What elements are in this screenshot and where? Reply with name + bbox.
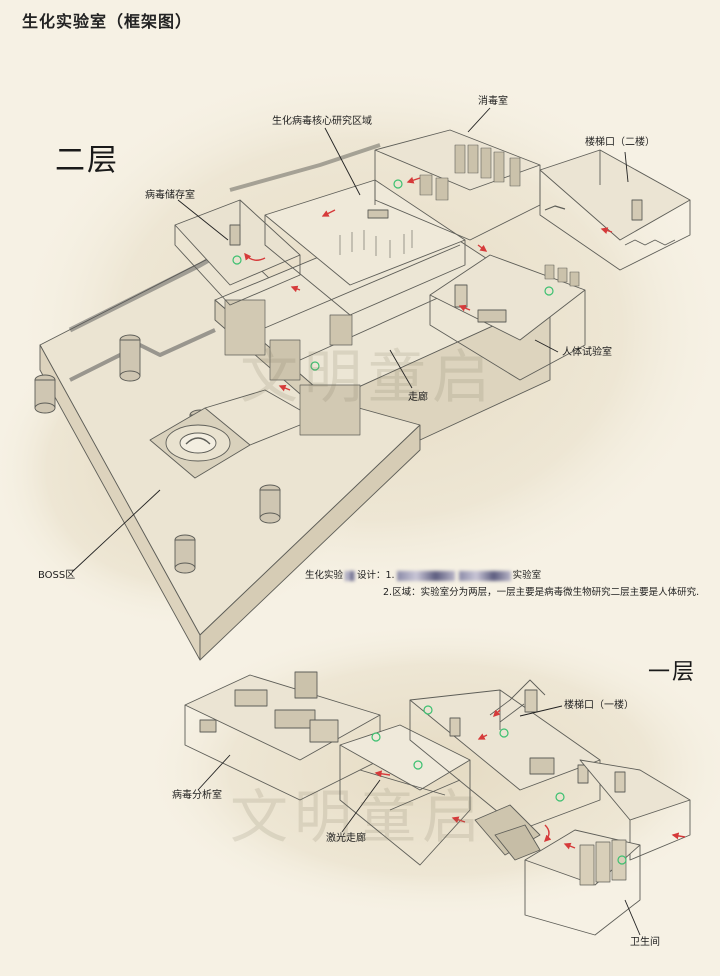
label-restroom: 卫生间 [630, 937, 660, 948]
route-arrows-upper [244, 176, 613, 392]
label-core-research: 生化病毒核心研究区域 [272, 116, 372, 127]
corridor-wing [214, 214, 551, 441]
label-human-test: 人体试验室 [562, 347, 612, 358]
leader-lines-lower [197, 705, 641, 936]
watermark-upper: 文明童启 [240, 343, 497, 411]
upper-floor-sketch [34, 129, 691, 661]
restroom [524, 829, 641, 936]
floor-label-upper: 二层 [55, 143, 119, 178]
middle-rooms-lower [409, 689, 601, 861]
label-stairs-upper: 楼梯口（二楼） [585, 137, 655, 148]
virus-storage-room [174, 199, 301, 306]
core-research-room [229, 143, 466, 316]
design-note-2: 2.区域：实验室分为两层，一层主要是病毒微生物研究二层主要是人体研究. [383, 587, 700, 598]
label-corridor: 走廊 [408, 392, 428, 403]
label-boss-area: BOSS区 [38, 570, 76, 581]
floor-label-lower: 一层 [648, 660, 697, 685]
redacted-block [345, 570, 356, 581]
watermark-lower: 文明童启 [230, 783, 487, 851]
laser-corridor [339, 724, 471, 866]
label-virus-analysis: 病毒分析室 [172, 790, 222, 801]
redacted-block [396, 570, 455, 581]
markers-upper [232, 179, 554, 371]
stairs-room-upper [539, 149, 691, 271]
human-test-room [429, 254, 586, 381]
page-title: 生化实验室（框架图） [22, 12, 193, 31]
stairs-room-lower [489, 679, 546, 723]
leader-lines-upper [71, 107, 629, 573]
right-rooms-lower [579, 759, 691, 861]
label-laser-corridor: 激光走廊 [326, 833, 366, 844]
redacted-block [458, 570, 511, 581]
markers-lower [371, 705, 627, 865]
label-virus-storage: 病毒储存室 [145, 190, 195, 201]
lower-floor-sketch [184, 671, 691, 936]
label-stairs-lower: 楼梯口（一楼） [564, 700, 634, 711]
route-arrows-lower [374, 709, 686, 850]
label-disinfection: 消毒室 [478, 96, 508, 107]
design-notes: 生化实验设计：1.实验室 2.区域：实验室分为两层，一层主要是病毒微生物研究二层… [305, 567, 699, 601]
design-note-1: 生化实验设计：1.实验室 [305, 570, 542, 581]
